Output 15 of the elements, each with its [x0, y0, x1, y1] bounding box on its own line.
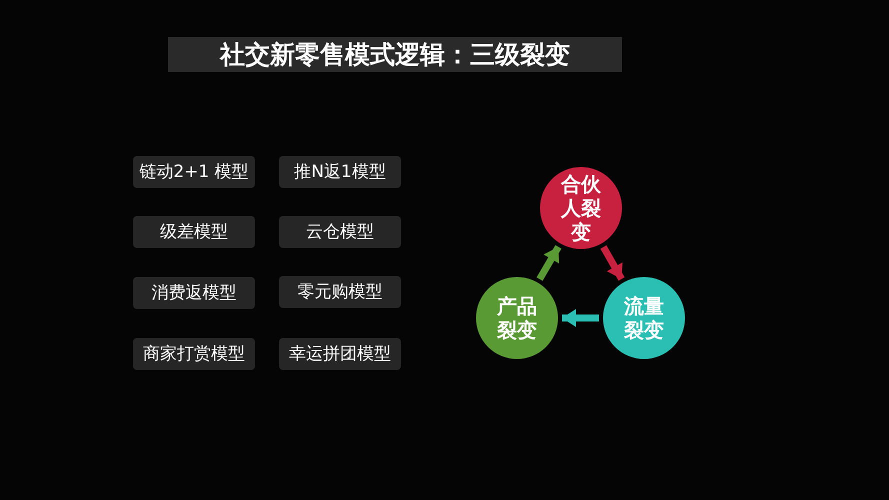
model-box: 商家打赏模型: [133, 338, 255, 370]
model-box: 幸运拼团模型: [279, 338, 401, 370]
stage-circle: 流量裂变: [603, 277, 685, 359]
model-box: 链动2+1 模型: [133, 156, 255, 188]
title-banner: 社交新零售模式逻辑：三级裂变: [168, 37, 622, 72]
arrow: [600, 245, 625, 281]
model-box: 零元购模型: [279, 276, 401, 308]
model-box: 云仓模型: [279, 216, 401, 248]
model-box: 级差模型: [133, 216, 255, 248]
stage-circle: 产品裂变: [476, 277, 558, 359]
model-box: 消费返模型: [133, 277, 255, 309]
arrow: [562, 309, 599, 327]
arrow: [536, 245, 562, 281]
model-box: 推N返1模型: [279, 156, 401, 188]
stage-circle: 合伙人裂变: [540, 167, 622, 249]
